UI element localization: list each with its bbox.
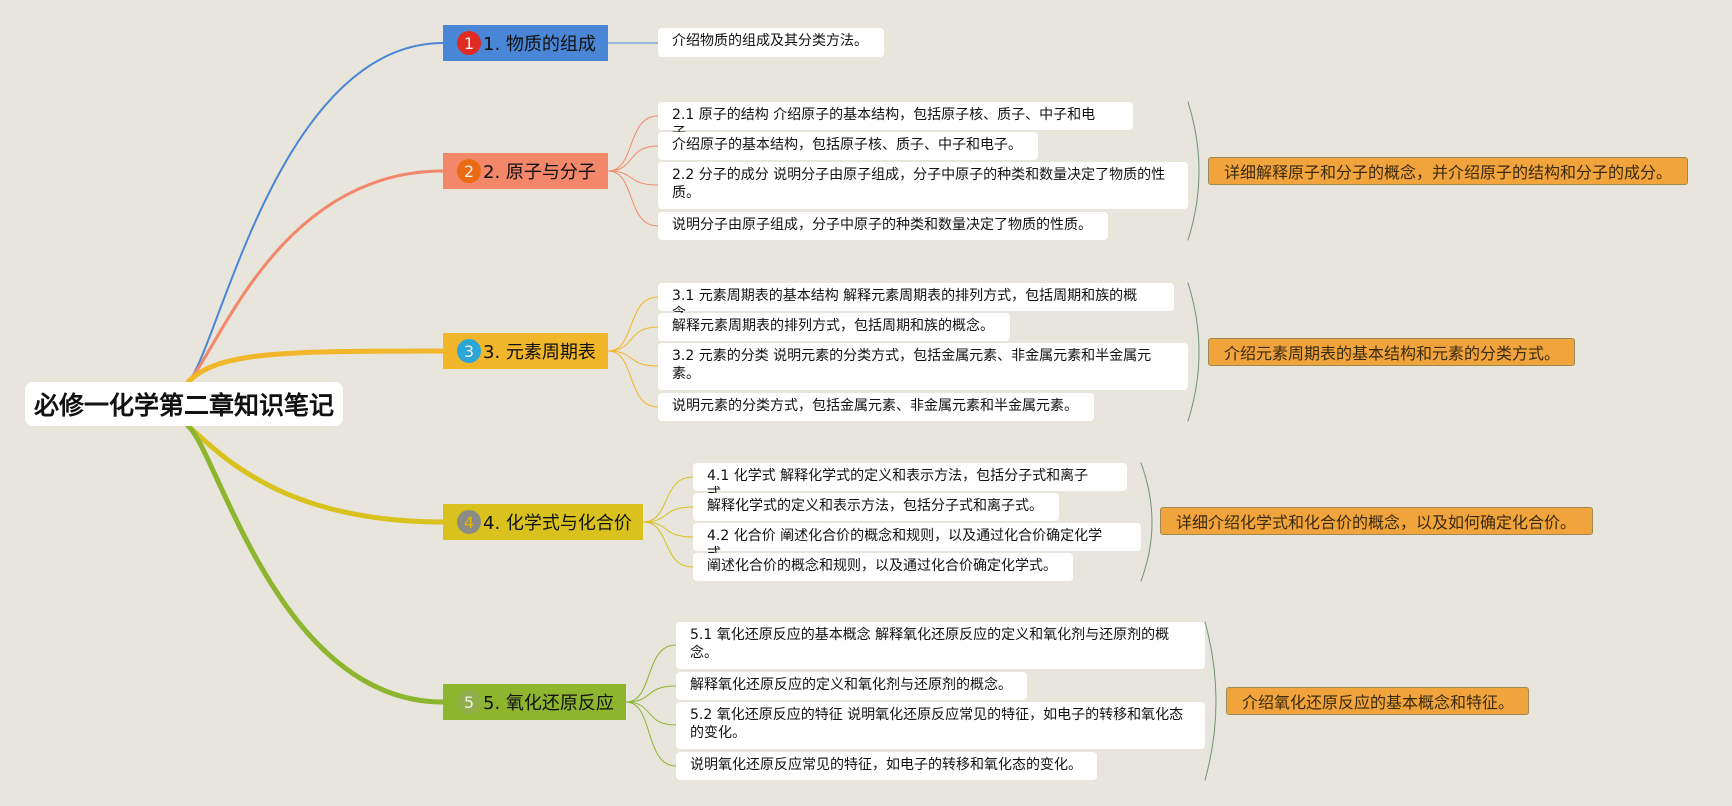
leaf-topic[interactable]: 说明氧化还原反应常见的特征，如电子的转移和氧化态的变化。 [676,752,1097,780]
branch-topic-5[interactable]: 5 5. 氧化还原反应 [443,684,626,720]
branch-connector [186,169,445,384]
leaf-connector [642,506,694,523]
leaf-topic[interactable]: 2.2 分子的成分 说明分子由原子组成，分子中原子的种类和数量决定了物质的性质。 [658,162,1188,209]
root-title: 必修一化学第二章知识笔记 [33,391,334,420]
leaf-topic[interactable]: 4.2 化合价 阐述化合价的概念和规则，以及通过化合价确定化学式。 [693,523,1141,562]
summary-brace [1187,282,1200,422]
leaf-topic[interactable]: 介绍原子的基本结构，包括原子核、质子、中子和电子。 [658,132,1038,160]
leaf-connector [607,170,659,227]
leaf-topic[interactable]: 4.1 化学式 解释化学式的定义和表示方法，包括分子式和离子式。 [693,463,1127,502]
leaf-connector [625,701,677,767]
leaf-topic[interactable]: 解释元素周期表的排列方式，包括周期和族的概念。 [658,313,1010,341]
branch-label: 2. 原子与分子 [483,162,596,183]
summary-note[interactable]: 介绍氧化还原反应的基本概念和特征。 [1226,687,1529,715]
leaf-connector [642,476,694,523]
branch-topic-1[interactable]: 1 1. 物质的组成 [443,25,608,61]
leaf-connector [625,701,677,726]
leaf-connector [607,326,659,352]
leaf-connector [642,521,694,538]
leaf-connector [607,350,659,367]
leaf-topic[interactable]: 3.2 元素的分类 说明元素的分类方式，包括金属元素、非金属元素和半金属元素。 [658,343,1188,390]
leaf-connector [607,115,659,172]
leaf-connector [625,644,677,703]
summary-brace [1204,621,1217,781]
leaf-topic[interactable]: 3.1 元素周期表的基本结构 解释元素周期表的排列方式，包括周期和族的概念。 [658,283,1174,322]
leaf-connector [607,350,659,408]
leaf-connector [625,685,677,703]
branch-label: 3. 元素周期表 [483,342,596,363]
leaf-topic[interactable]: 解释化学式的定义和表示方法，包括分子式和离子式。 [693,493,1059,521]
branch-label: 4. 化学式与化合价 [483,513,632,534]
leaf-topic[interactable]: 2.1 原子的结构 介绍原子的基本结构，包括原子核、质子、中子和电子。 [658,102,1133,141]
branch-connector [187,42,444,383]
summary-note[interactable]: 详细介绍化学式和化合价的概念，以及如何确定化合价。 [1160,507,1593,535]
branch-connector [185,423,446,525]
branch-topic-3[interactable]: 3 3. 元素周期表 [443,333,608,369]
summary-brace [1140,462,1153,582]
leaf-topic[interactable]: 说明分子由原子组成，分子中原子的种类和数量决定了物质的性质。 [658,212,1108,240]
leaf-topic[interactable]: 5.2 氧化还原反应的特征 说明氧化还原反应常见的特征，如电子的转移和氧化态的变… [676,702,1205,749]
branch-connector [185,423,446,705]
branch-topic-4[interactable]: 4 4. 化学式与化合价 [443,504,643,540]
number-badge-icon: 3 [457,339,481,363]
leaf-topic[interactable]: 5.1 氧化还原反应的基本概念 解释氧化还原反应的定义和氧化剂与还原剂的概念。 [676,622,1205,669]
root-topic[interactable]: 必修一化学第二章知识笔记 [25,382,343,426]
branch-topic-2[interactable]: 2 2. 原子与分子 [443,153,608,189]
leaf-connector [642,521,694,568]
leaf-topic[interactable]: 说明元素的分类方式，包括金属元素、非金属元素和半金属元素。 [658,393,1094,421]
branch-label: 5. 氧化还原反应 [483,693,614,714]
leaf-connector [607,170,659,186]
number-badge-icon: 2 [457,159,481,183]
leaf-topic[interactable]: 解释氧化还原反应的定义和氧化剂与还原剂的概念。 [676,672,1027,700]
leaf-connector [607,145,659,172]
branch-label: 1. 物质的组成 [483,34,596,55]
leaf-connector [607,296,659,352]
summary-note[interactable]: 详细解释原子和分子的概念，并介绍原子的结构和分子的成分。 [1208,157,1688,185]
summary-note[interactable]: 介绍元素周期表的基本结构和元素的分类方式。 [1208,338,1575,366]
number-badge-icon: 1 [457,31,481,55]
number-badge-icon: 5 [457,690,481,714]
summary-brace [1187,101,1200,241]
branch-connector [185,348,446,385]
number-badge-icon: 4 [457,510,481,534]
leaf-topic[interactable]: 阐述化合价的概念和规则，以及通过化合价确定化学式。 [693,553,1073,581]
leaf-topic[interactable]: 介绍物质的组成及其分类方法。 [658,28,884,57]
